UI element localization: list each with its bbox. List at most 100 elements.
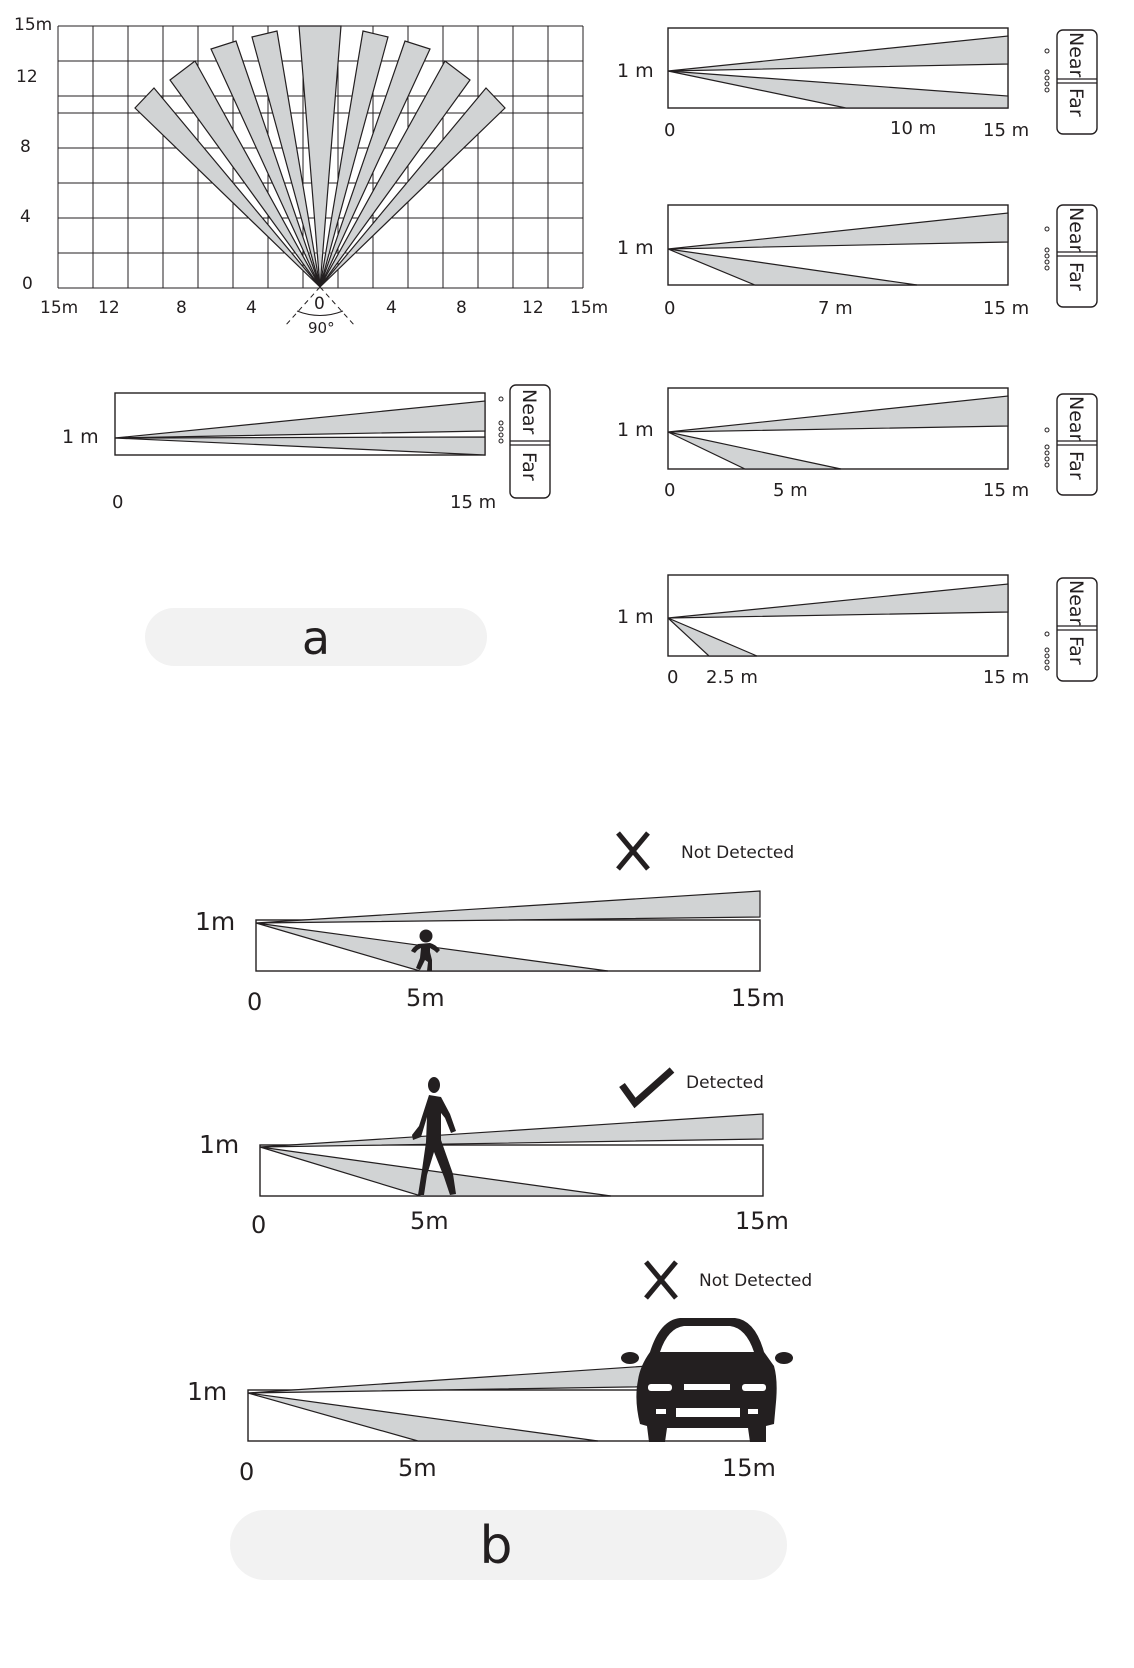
lower-beam [667,617,758,657]
upper-beam [667,212,1009,250]
switch-dot [1044,427,1050,433]
mid-label: 5m [406,984,445,1012]
x-tick: 4 [386,298,397,318]
x-max-label: 15m [731,984,785,1012]
panel-b-caption: b [230,1510,787,1580]
height-label: 1m [199,1130,239,1159]
caption-pill [230,1510,787,1580]
switch-far-label: Far [1065,451,1087,480]
switch-dot [498,420,504,426]
x-max-label: 15 m [983,667,1029,688]
y-tick: 0 [22,274,33,294]
height-label: 1m [195,907,235,936]
panel-label-b: b [479,1516,512,1576]
panel-label-a: a [302,611,330,665]
scenario-person: Detected 1m 0 5m 15m [199,1067,789,1239]
beam [298,25,342,288]
check-icon [619,1067,675,1109]
dip-switch: Near Far [1044,393,1098,496]
switch-near-label: Near [1065,207,1087,253]
x-max-label: 15 m [983,298,1029,319]
distance-label: 7 m [818,298,853,319]
x-start-label: 0 [112,492,123,513]
y-tick: 12 [16,67,38,87]
car-icon [621,1318,793,1442]
switch-dot [1044,631,1050,637]
mid-label: 5m [410,1207,449,1235]
switch-dot [1044,259,1050,265]
distance-label: 10 m [890,118,936,139]
y-tick: 4 [20,207,31,227]
x-tick: 8 [456,298,467,318]
switch-far-label: Far [1065,262,1087,291]
switch-dot [1044,450,1050,456]
dip-switch: Near Far [1044,204,1098,308]
height-label: 1 m [617,60,654,82]
cross-icon [616,831,650,871]
caption-pill [145,608,487,666]
switch-dot [1044,647,1050,653]
height-label: 1 m [617,606,654,628]
switch-dot [498,426,504,432]
x-max-label: 15m [735,1207,789,1235]
switch-far-label: Far [1065,636,1087,665]
side-view-5m: 1 m 0 5 m 15 m Near Far [617,387,1098,501]
panel-a-caption: a [145,608,487,666]
upper-beam [667,395,1009,433]
lower-beam [114,436,486,456]
top-view-beams [134,25,506,288]
switch-dot [498,396,504,402]
height-label: 1 m [617,419,654,441]
dip-switch: Near Far [1044,577,1098,682]
switch-dot [1044,247,1050,253]
beam [319,87,506,288]
switch-near-label: Near [1065,32,1087,78]
switch-body [1056,29,1098,135]
switch-near-label: Near [518,389,540,435]
walking-person-icon [412,1077,456,1195]
switch-dot [1044,87,1050,93]
upper-beam [259,1113,764,1148]
x-tick: 4 [246,298,257,318]
switch-dot [1044,48,1050,54]
switch-dot [1044,665,1050,671]
switch-far-label: Far [1065,88,1087,117]
lower-beam [247,1392,599,1442]
y-tick: 15m [14,15,52,35]
beam [251,30,321,288]
x-tick: 8 [176,298,187,318]
x-start-label: 0 [664,120,675,141]
status-label: Detected [686,1073,764,1093]
beam [169,60,321,288]
x-start-label: 0 [667,667,678,688]
child-icon [411,929,440,971]
side-view-full-range: 1 m 0 15 m Near Far [62,384,551,513]
x-start-label: 0 [247,988,262,1016]
beam [210,40,321,288]
x-start-label: 0 [664,480,675,501]
dip-switch: Near Far [498,384,551,499]
switch-dot [1044,456,1050,462]
switch-dot [1044,69,1050,75]
switch-dot [1044,226,1050,232]
x-max-label: 15 m [450,492,496,513]
x-tick: 0 [314,294,325,314]
beam [134,87,321,288]
switch-dot [1044,265,1050,271]
status-label: Not Detected [699,1271,812,1291]
switch-dot [1044,253,1050,259]
switch-dot [1044,75,1050,81]
x-tick: 15m [40,298,78,318]
switch-dot [1044,444,1050,450]
upper-beam [255,890,761,924]
switch-near-label: Near [1065,580,1087,626]
upper-beam [667,583,1009,619]
distance-label: 2.5 m [706,667,758,688]
side-view-frame [667,574,1009,657]
height-label: 1m [187,1377,227,1406]
scenario-child: Not Detected 1m 0 5m 15m [195,831,794,1016]
switch-near-label: Near [1065,396,1087,442]
status-label: Not Detected [681,843,794,863]
cross-icon [644,1260,678,1300]
